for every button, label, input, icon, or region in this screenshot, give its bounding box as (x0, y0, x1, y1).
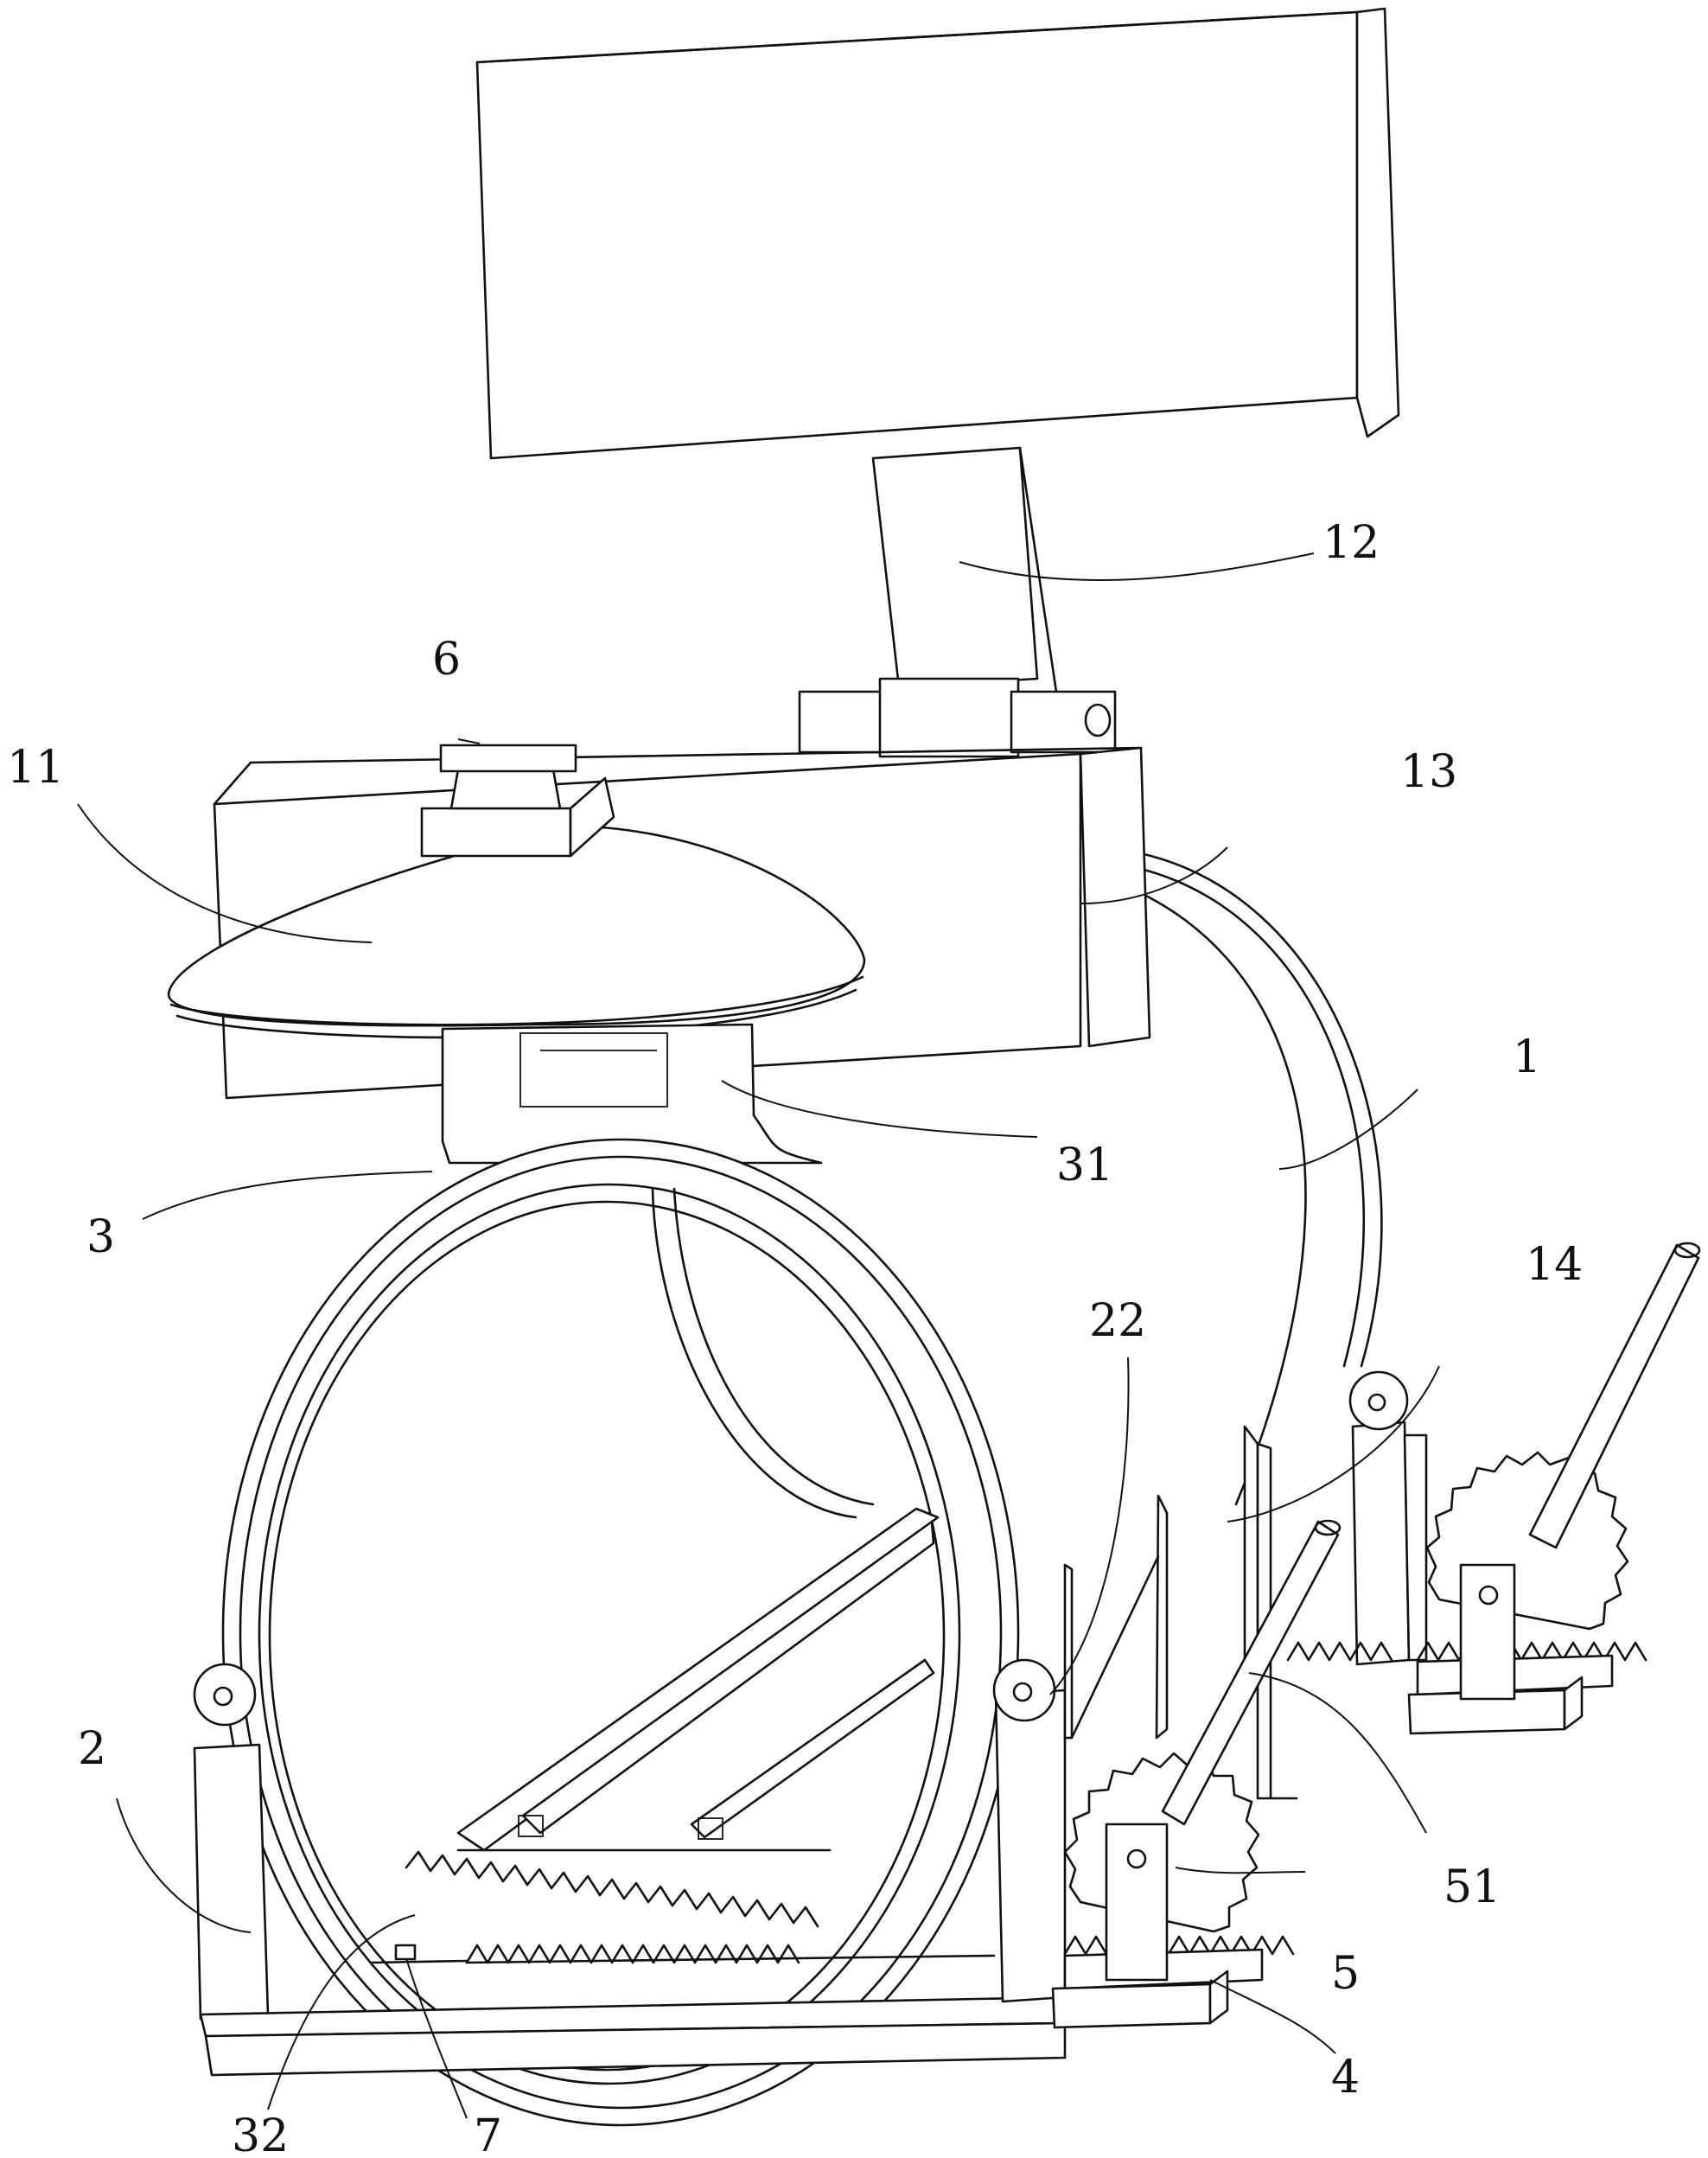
base-frame (193, 1658, 1067, 2077)
label-32: 32 (232, 2110, 289, 2158)
leader-lines (77, 552, 1440, 2119)
label-11: 11 (7, 742, 64, 794)
label-51: 51 (1444, 1861, 1501, 1913)
bolt-nut (420, 744, 615, 858)
label-31: 31 (1056, 1140, 1113, 1191)
bracket (441, 1023, 823, 1165)
support-post (798, 446, 1117, 758)
blade-set (1063, 1425, 1298, 1800)
label-4: 4 (1331, 2052, 1360, 2104)
label-7: 7 (474, 2110, 502, 2158)
rear-gear-wheel (1425, 1242, 1701, 1701)
label-22: 22 (1089, 1295, 1146, 1347)
body-shell (1087, 850, 1383, 1506)
reference-labels: 12 6 11 13 1 31 3 14 22 2 51 5 4 32 7 (7, 517, 1583, 2158)
label-1: 1 (1513, 1031, 1541, 1083)
inner-track (456, 1187, 940, 1852)
label-5: 5 (1331, 1948, 1360, 2000)
ring-gear-teeth (405, 1850, 819, 1928)
label-14: 14 (1526, 1239, 1583, 1291)
main-ring (221, 1138, 1020, 2127)
front-gear-wheel (1063, 1519, 1342, 1982)
display-panel (475, 7, 1400, 460)
label-13: 13 (1400, 746, 1457, 798)
label-6: 6 (432, 634, 461, 686)
label-12: 12 (1322, 517, 1380, 569)
rear-frame (1286, 1370, 1647, 1735)
label-2: 2 (78, 1723, 106, 1775)
rack-front (465, 1935, 1295, 2029)
label-3: 3 (86, 1211, 115, 1263)
stop-pin (370, 1944, 468, 1964)
